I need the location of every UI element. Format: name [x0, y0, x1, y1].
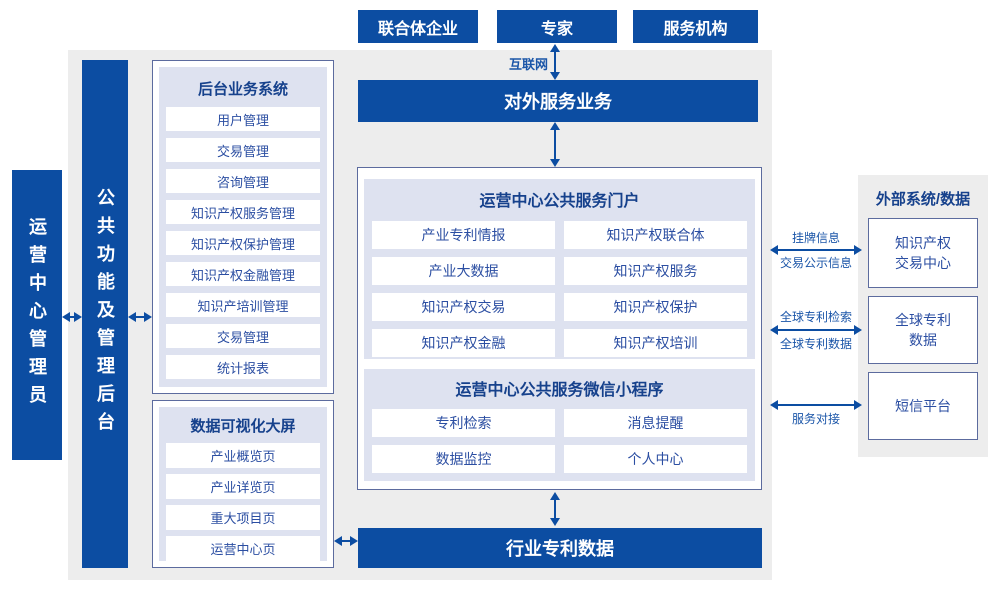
connection-label-trade-publicity: 交易公示信息	[779, 256, 852, 270]
dashboard-item: 产业概览页	[166, 443, 320, 468]
operator-bar: 运营中心管理员	[12, 170, 62, 460]
backend-item: 统计报表	[166, 355, 320, 379]
connection-label-global-data: 全球专利数据	[779, 337, 852, 351]
external-box-line: 数据	[909, 332, 937, 348]
actor-box-expert: 专家	[497, 10, 617, 43]
portal-item: 产业专利情报	[372, 221, 555, 249]
arrow-center-patent	[550, 492, 560, 526]
arrow-global-patent	[770, 325, 862, 335]
internet-label: 互联网	[508, 57, 548, 72]
backend-item: 知识产培训管理	[166, 293, 320, 317]
arrow-trade-center	[770, 245, 862, 255]
portal-item: 产业大数据	[372, 257, 555, 285]
arrow-sms	[770, 400, 862, 410]
miniprogram-item: 数据监控	[372, 445, 555, 473]
backend-item: 知识产权金融管理	[166, 262, 320, 286]
backend-item: 知识产权保护管理	[166, 231, 320, 255]
actor-box-service-org: 服务机构	[633, 10, 758, 43]
backend-system-title: 后台业务系统	[197, 81, 288, 98]
backend-item: 知识产权服务管理	[166, 200, 320, 224]
portal-item: 知识产权培训	[564, 329, 747, 357]
dashboard-item: 运营中心页	[166, 536, 320, 561]
external-box-line: 短信平台	[895, 398, 951, 414]
arrow-operator-admin	[62, 312, 82, 322]
portal-panel: 运营中心公共服务门户 产业专利情报 知识产权联合体 产业大数据 知识产权服务 知…	[364, 179, 755, 359]
connection-label-listing-info: 挂牌信息	[791, 231, 840, 245]
dashboard-item: 重大项目页	[166, 505, 320, 530]
external-box-sms: 短信平台	[868, 372, 978, 440]
portal-item: 知识产权金融	[372, 329, 555, 357]
actor-box-consortium: 联合体企业	[358, 10, 478, 43]
connection-label-service-docking: 服务对接	[791, 412, 840, 426]
miniprogram-item: 专利检索	[372, 409, 555, 437]
portal-item: 知识产权联合体	[564, 221, 747, 249]
portal-item: 知识产权交易	[372, 293, 555, 321]
external-panel-title: 外部系统/数据	[875, 191, 971, 208]
backend-item: 咨询管理	[166, 169, 320, 193]
miniprogram-item: 个人中心	[564, 445, 747, 473]
admin-backend-bar: 公共功能及管理后台	[82, 60, 128, 568]
backend-item: 交易管理	[166, 324, 320, 348]
portal-item: 知识产权服务	[564, 257, 747, 285]
miniprogram-title: 运营中心公共服务微信小程序	[455, 382, 664, 399]
center-module: 运营中心公共服务门户 产业专利情报 知识产权联合体 产业大数据 知识产权服务 知…	[357, 167, 762, 490]
arrow-admin-backend	[128, 312, 152, 322]
arrow-internet	[550, 44, 560, 80]
external-box-line: 全球专利	[895, 312, 951, 328]
dashboard-title: 数据可视化大屏	[190, 418, 296, 435]
external-box-line: 知识产权	[895, 235, 951, 251]
backend-item: 交易管理	[166, 138, 320, 162]
external-box-trade-center: 知识产权 交易中心	[868, 218, 978, 288]
miniprogram-panel: 运营中心公共服务微信小程序 专利检索 消息提醒 数据监控 个人中心	[364, 369, 755, 481]
backend-item: 用户管理	[166, 107, 320, 131]
dashboard-item: 产业详览页	[166, 474, 320, 499]
connection-label-global-search: 全球专利检索	[779, 310, 852, 324]
dashboard-module: 数据可视化大屏 产业概览页 产业详览页 重大项目页 运营中心页	[152, 400, 334, 568]
portal-title: 运营中心公共服务门户	[479, 193, 640, 210]
arrow-dashboard-patent	[334, 536, 358, 546]
backend-system-module: 后台业务系统 用户管理 交易管理 咨询管理 知识产权服务管理 知识产权保护管理 …	[152, 60, 334, 394]
industry-patent-bar: 行业专利数据	[358, 528, 762, 568]
arrow-service-portal	[550, 122, 560, 167]
external-service-bar: 对外服务业务	[358, 80, 758, 122]
miniprogram-item: 消息提醒	[564, 409, 747, 437]
external-box-line: 交易中心	[895, 255, 951, 271]
external-box-global-patent: 全球专利 数据	[868, 296, 978, 364]
portal-item: 知识产权保护	[564, 293, 747, 321]
